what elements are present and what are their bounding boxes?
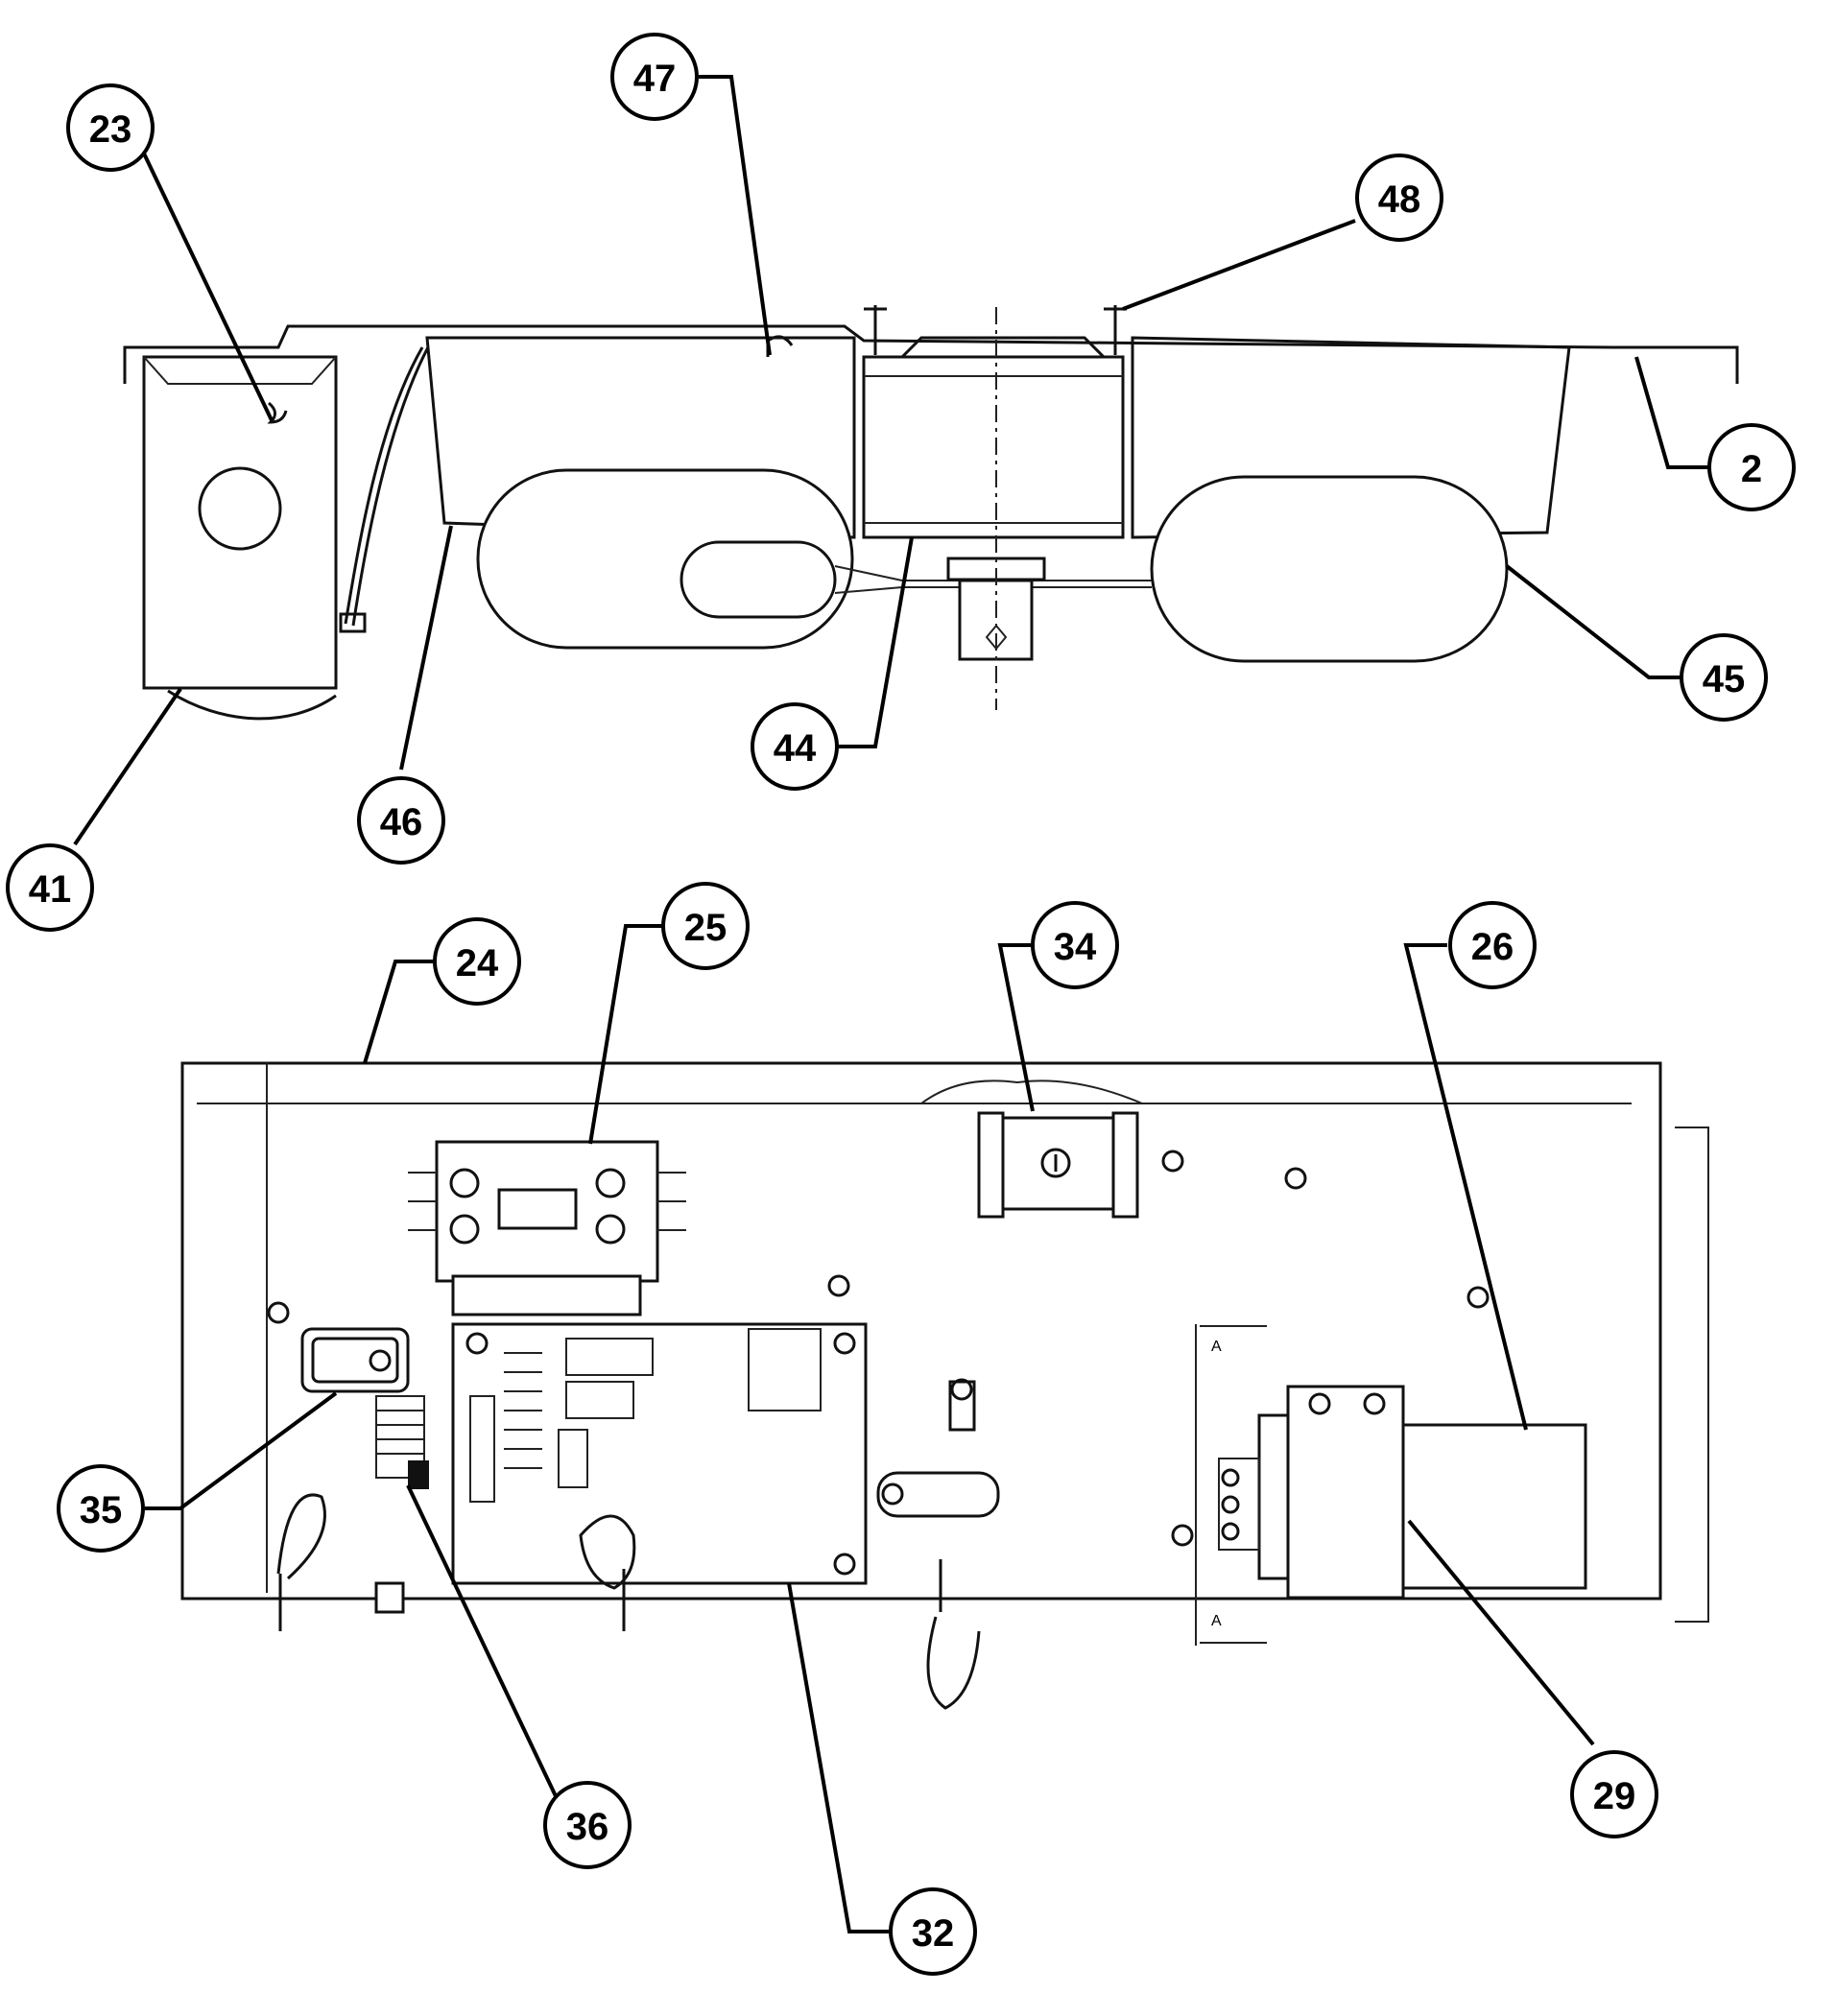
leader-26 — [1403, 943, 1528, 1431]
control-box — [142, 355, 338, 690]
callout-36: 36 — [543, 1781, 632, 1869]
svg-text:26: 26 — [1471, 926, 1514, 968]
control-panel: A A — [180, 1061, 1709, 1710]
section-mark-bottom: A — [1211, 1613, 1222, 1629]
leader-35 — [144, 1391, 338, 1510]
callout-44: 44 — [751, 702, 839, 791]
callout-46: 46 — [357, 776, 445, 865]
transformer: A A — [1195, 1324, 1405, 1646]
contactor — [408, 1140, 686, 1316]
leader-34 — [997, 943, 1035, 1112]
left-blower-housing — [425, 336, 856, 539]
leader-48 — [1122, 219, 1356, 311]
control-board — [451, 1322, 868, 1590]
svg-text:29: 29 — [1593, 1775, 1636, 1817]
leader-36 — [406, 1484, 568, 1819]
blower-motor — [862, 355, 1125, 539]
relay — [977, 1111, 1139, 1219]
terminal-block — [375, 1395, 429, 1489]
leader-46 — [399, 525, 453, 771]
blower-assembly — [123, 305, 1739, 721]
leader-32 — [787, 1582, 890, 1933]
leader-2 — [1634, 356, 1708, 469]
control-box-clip — [267, 401, 288, 424]
leader-45 — [1505, 564, 1681, 679]
leader-24 — [363, 960, 434, 1064]
callout-25: 25 — [661, 882, 750, 970]
left-wheel-slot — [680, 540, 837, 619]
svg-text:48: 48 — [1378, 178, 1421, 221]
wire-ties — [276, 1493, 981, 1710]
control-panel-outline — [180, 1061, 1662, 1601]
screw-right — [1104, 305, 1127, 355]
callout-2: 2 — [1707, 423, 1796, 511]
svg-text:25: 25 — [684, 907, 727, 949]
fuse-holder — [876, 1378, 1000, 1518]
svg-text:34: 34 — [1054, 926, 1097, 968]
leader-44 — [837, 536, 914, 748]
svg-text:46: 46 — [380, 801, 423, 843]
callout-24: 24 — [433, 917, 521, 1006]
leader-47 — [699, 75, 772, 356]
wire-harness — [344, 346, 424, 625]
callout-45: 45 — [1680, 633, 1768, 722]
switch — [300, 1327, 410, 1393]
svg-text:32: 32 — [912, 1912, 955, 1955]
panel-screws — [267, 1150, 1490, 1547]
callout-29: 29 — [1570, 1750, 1658, 1838]
callout-34: 34 — [1031, 901, 1119, 989]
svg-text:41: 41 — [29, 868, 72, 911]
capacitor — [1401, 1423, 1587, 1590]
leader-41 — [73, 687, 182, 846]
svg-text:35: 35 — [80, 1489, 123, 1531]
callout-41: 41 — [6, 843, 94, 932]
svg-text:47: 47 — [633, 58, 677, 100]
control-box-knockout — [198, 466, 282, 551]
callout-48: 48 — [1355, 154, 1443, 242]
leader-29 — [1407, 1519, 1595, 1746]
callout-35: 35 — [57, 1464, 145, 1553]
svg-text:44: 44 — [774, 727, 817, 770]
mounting-rail — [123, 324, 1739, 384]
right-blower-wheel — [1150, 475, 1509, 663]
svg-text:24: 24 — [456, 942, 499, 984]
screw-left — [864, 305, 887, 355]
svg-text:23: 23 — [89, 108, 132, 151]
callout-26: 26 — [1448, 901, 1537, 989]
svg-text:36: 36 — [566, 1806, 609, 1848]
right-blower-housing — [1131, 336, 1571, 539]
leader-25 — [588, 924, 662, 1145]
svg-text:2: 2 — [1741, 448, 1762, 490]
callout-23: 23 — [66, 83, 155, 172]
svg-text:45: 45 — [1703, 658, 1746, 700]
callout-47: 47 — [610, 33, 699, 121]
section-mark-top: A — [1211, 1339, 1222, 1355]
leader-23 — [142, 153, 274, 421]
callouts: 23 47 48 2 45 44 46 41 — [6, 33, 1796, 1976]
callout-32: 32 — [889, 1887, 977, 1976]
